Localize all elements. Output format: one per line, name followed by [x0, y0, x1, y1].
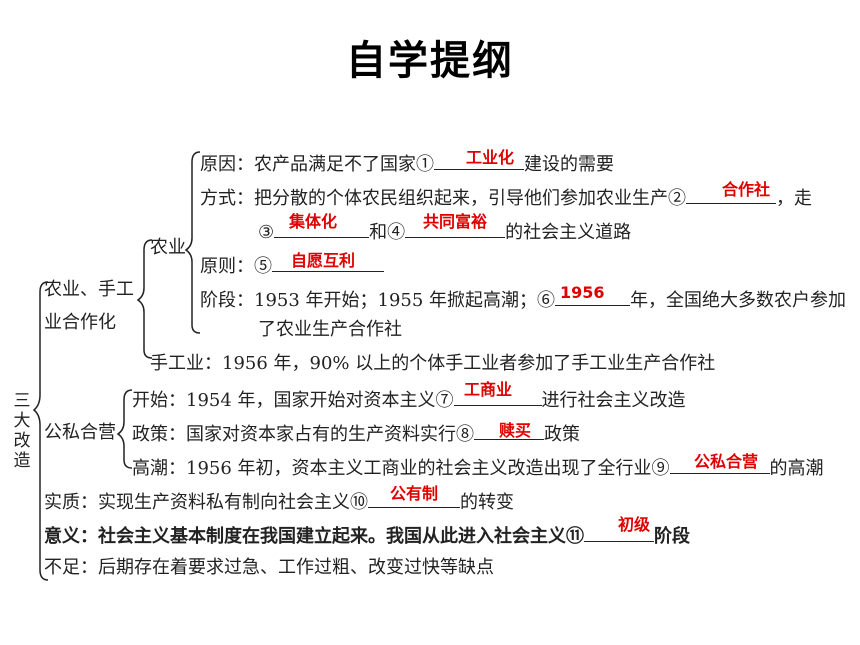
agri-label: 农业 — [150, 237, 186, 258]
answer-4: 共同富裕 — [423, 212, 488, 231]
answer-7: 工商业 — [464, 380, 513, 399]
answer-1: 工业化 — [466, 148, 515, 167]
section2-label: 公私合营 — [44, 422, 116, 443]
answer-3: 集体化 — [289, 212, 338, 231]
blank-11 — [584, 523, 654, 542]
answer-5: 自愿互利 — [291, 251, 356, 270]
handicraft-line: 手工业：1956 年，90% 以上的个体手工业者参加了手工业生产合作社 — [150, 353, 716, 374]
bracket-agri — [184, 151, 201, 334]
method-line: 方式：把分散的个体农民组织起来，引导他们参加农业生产②，走 — [200, 185, 812, 210]
blank-1 — [434, 151, 524, 170]
bracket-section1 — [136, 239, 153, 359]
answer-10: 公有制 — [390, 484, 439, 503]
blank-6 — [555, 287, 631, 306]
blank-5 — [272, 253, 384, 272]
answer-8: 赎买 — [499, 421, 532, 440]
blank-4 — [405, 219, 506, 238]
answer-11: 初级 — [618, 515, 651, 534]
section1-label-line1: 农业、手工 — [44, 279, 134, 300]
answer-6: 1956 — [560, 283, 605, 302]
shortfall-line: 不足：后期存在着要求过急、工作过粗、改变过快等缺点 — [44, 557, 494, 578]
bracket-main — [32, 281, 49, 581]
blank-8 — [474, 421, 544, 440]
blank-10 — [368, 489, 460, 508]
principle-line: 原则：⑤ — [200, 253, 384, 278]
blank-9 — [669, 455, 770, 474]
blank-2 — [686, 185, 776, 204]
stage-line-2: 了农业生产合作社 — [258, 319, 402, 340]
bracket-section2 — [116, 389, 133, 469]
answer-2: 合作社 — [722, 180, 771, 199]
side-label: 三大改造 — [13, 391, 31, 471]
answer-9: 公私合营 — [694, 452, 759, 471]
page-title: 自学提纲 — [346, 38, 514, 84]
section1-label-line2: 业合作化 — [44, 312, 116, 333]
blank-3 — [274, 219, 370, 238]
blank-7 — [453, 387, 542, 406]
